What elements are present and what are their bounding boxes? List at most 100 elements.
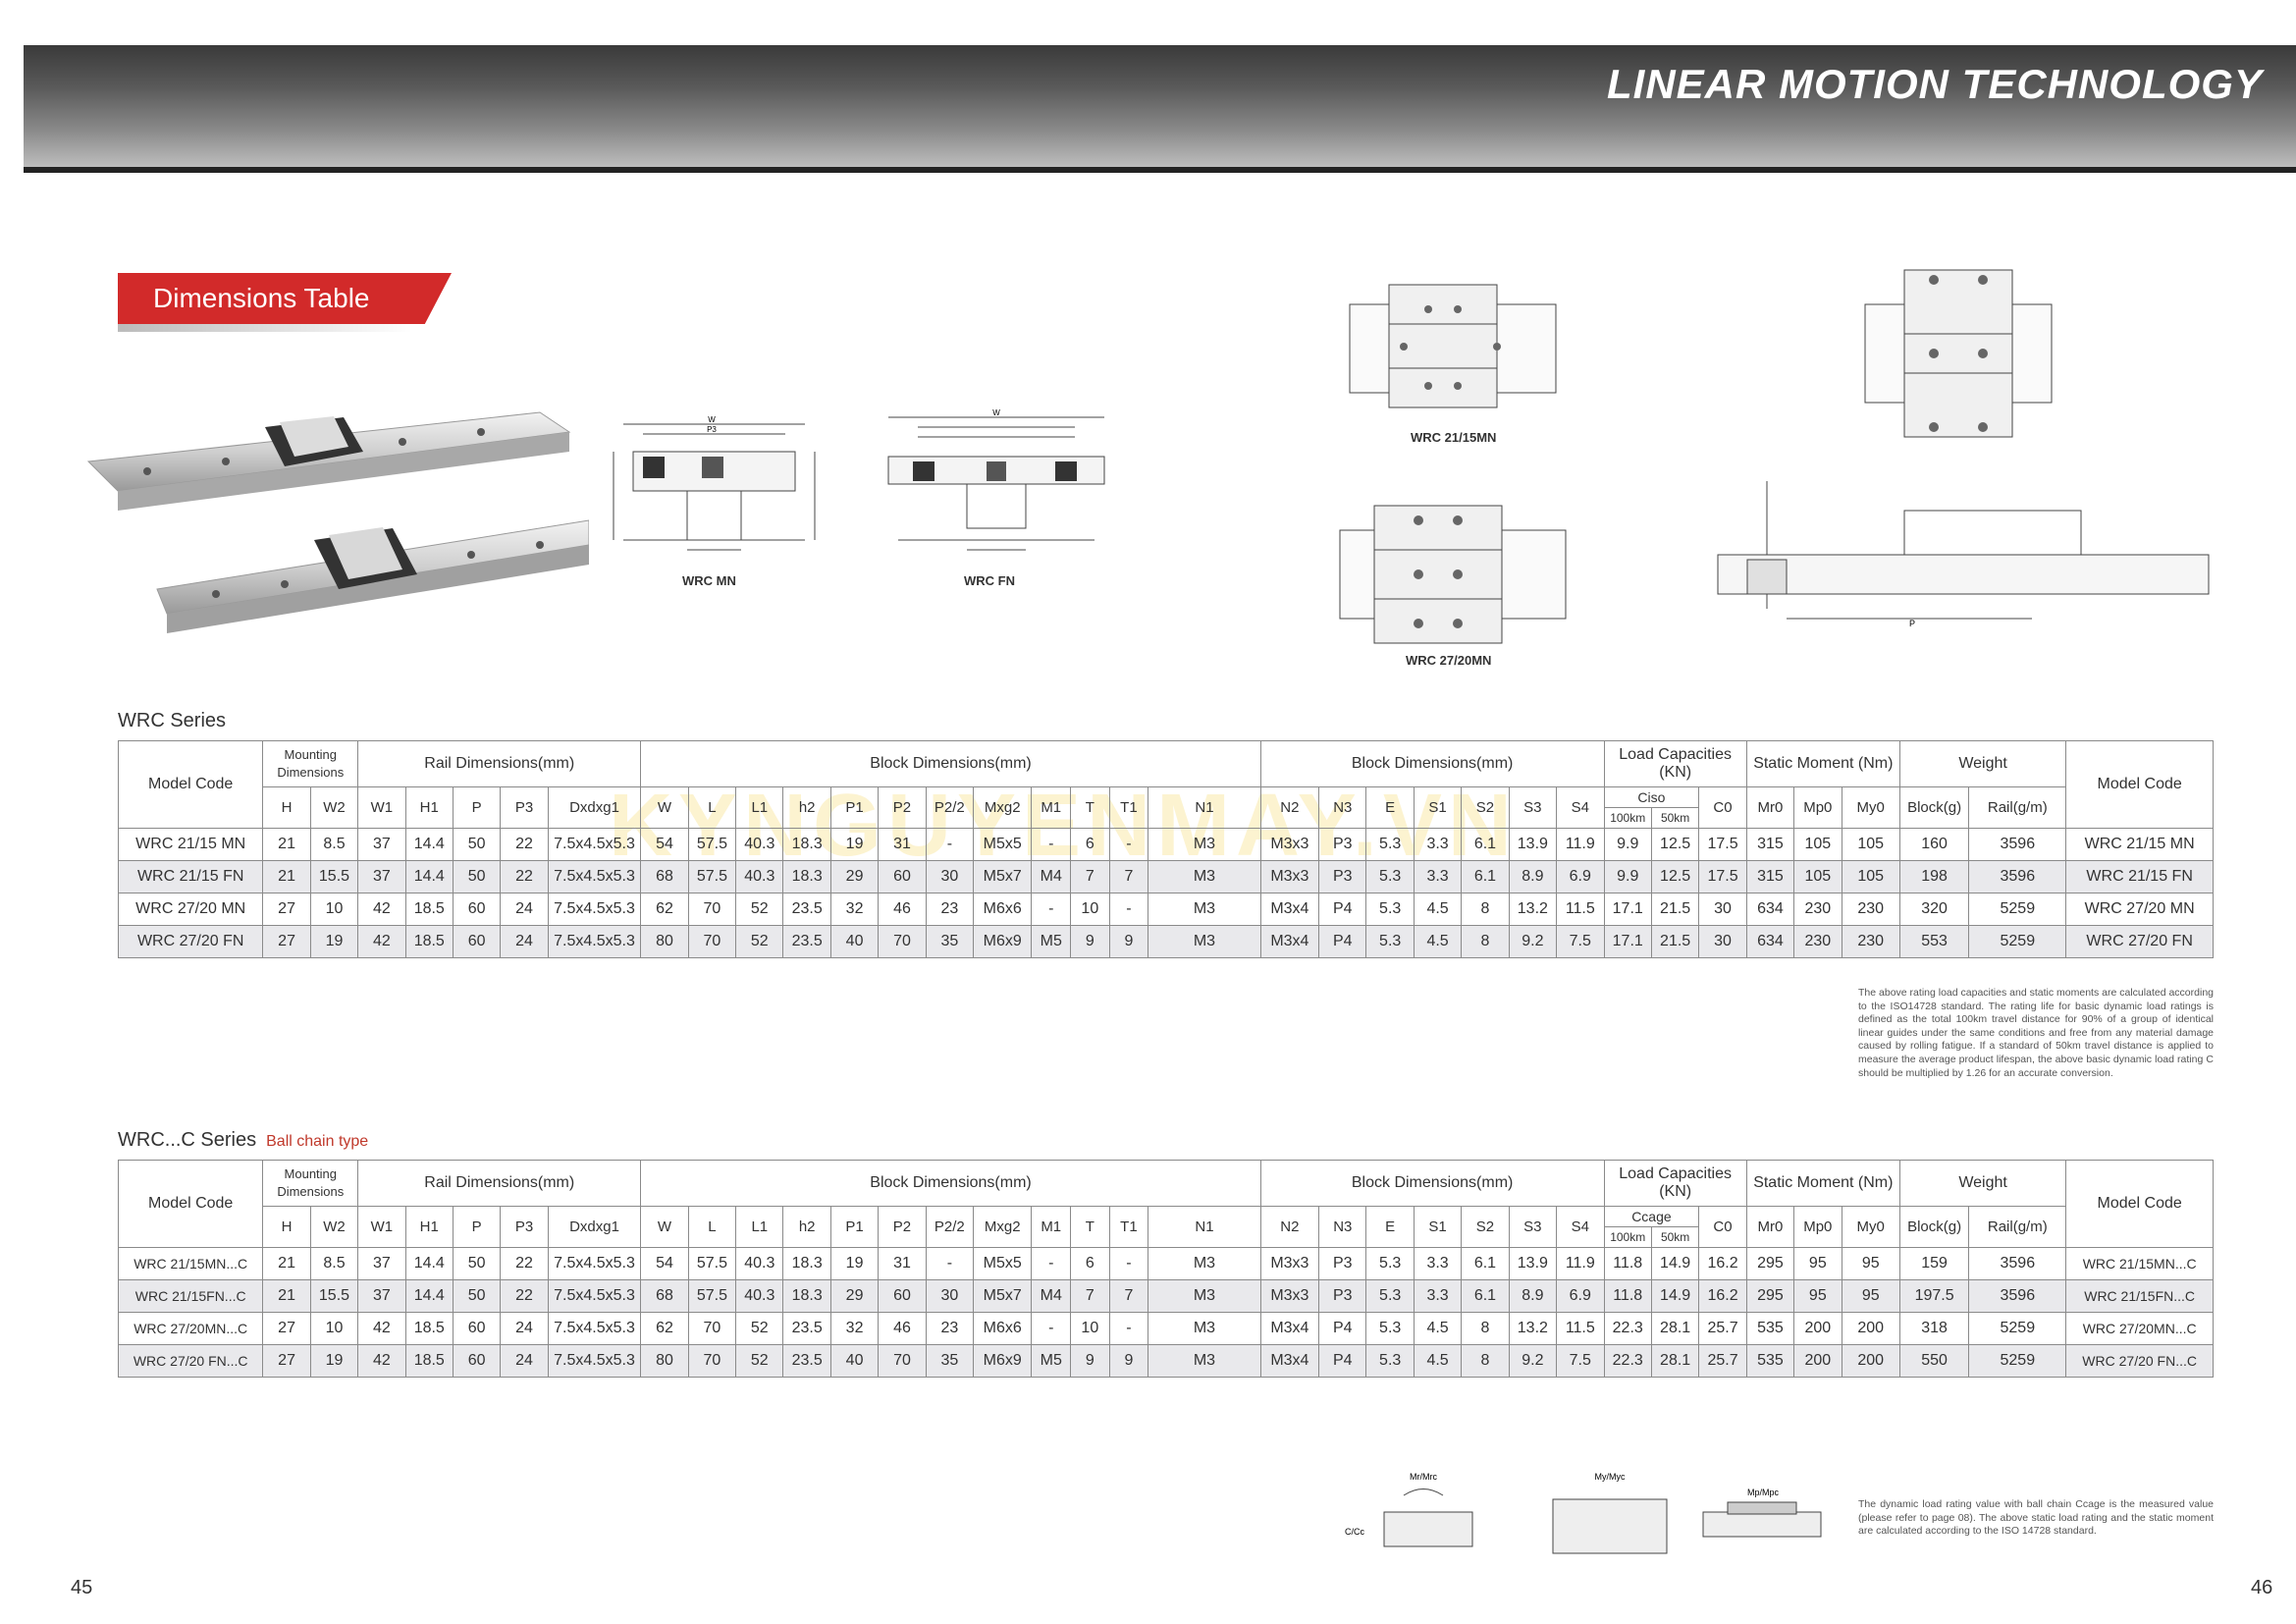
table-cell: 10 [309,1312,359,1345]
table-cell: 535 [1745,1344,1795,1378]
table-cell: 200 [1793,1344,1842,1378]
table-cell: 25.7 [1698,1312,1747,1345]
table-cell: 17.5 [1698,828,1747,861]
table-cell: 7.5x4.5x5.3 [547,828,642,861]
table-cell: 11.5 [1556,1312,1605,1345]
table-cell: 70 [687,1312,737,1345]
table-cell: M4 [1031,860,1072,893]
table-cell: 57.5 [687,860,737,893]
table-cell: 6.9 [1556,1279,1605,1313]
table-cell: 70 [687,1344,737,1378]
table-cell: P3 [1318,1279,1367,1313]
col-header: M1 [1031,1206,1072,1248]
table-cell: 230 [1793,925,1842,958]
table-cell: 52 [735,1344,784,1378]
table-cell: 18.5 [404,1344,454,1378]
table-cell: M3 [1148,925,1261,958]
col-header: T1 [1108,1206,1149,1248]
table-cell: 7.5x4.5x5.3 [547,1279,642,1313]
table-cell: 14.4 [404,860,454,893]
table-cell: 31 [878,828,927,861]
col-model-code: Model Code [117,740,264,829]
svg-text:P3: P3 [707,425,717,434]
col-header: P1 [829,1206,880,1248]
table-cell: 60 [878,860,927,893]
figure-label-wrc-fn: WRC FN [964,573,1015,588]
col-header: Rail(g/m) [1968,786,2067,829]
table-cell: 5.3 [1365,1279,1415,1313]
col-header: W [640,1206,689,1248]
table-cell: 295 [1745,1279,1795,1313]
col-header: N2 [1259,786,1320,829]
table-cell: 200 [1841,1312,1900,1345]
col-header: Mxg2 [973,1206,1033,1248]
table-cell: WRC 21/15 FN [117,860,264,893]
table-cell: 11.8 [1603,1279,1652,1313]
col-header: S3 [1508,786,1558,829]
table-cell: 42 [357,893,406,926]
table-cell: 7.5x4.5x5.3 [547,893,642,926]
table-cell: M3x3 [1259,1279,1320,1313]
table-cell: M6x9 [973,1344,1033,1378]
table-cell: 11.5 [1556,893,1605,926]
table-cell: 30 [925,860,975,893]
table-cell: 7.5x4.5x5.3 [547,925,642,958]
section-tag: Dimensions Table [118,273,452,324]
col-model-code-right: Model Code [2065,740,2214,829]
table-cell: 19 [309,1344,359,1378]
table-cell: 24 [500,1312,549,1345]
col-header: N2 [1259,1206,1320,1248]
col-header: P2/2 [925,1206,975,1248]
table-cell: P4 [1318,925,1367,958]
wrcc-series-subtitle: Ball chain type [266,1133,369,1150]
grp-rail: Rail Dimensions(mm) [357,1160,642,1207]
table-cell: 3596 [1968,860,2067,893]
grp-load: Load Capacities (KN) [1603,1160,1747,1207]
table-cell: 57.5 [687,1247,737,1280]
table-cell: 11.9 [1556,828,1605,861]
table-cell: WRC 27/20 MN [2065,893,2214,926]
table-cell: M6x9 [973,925,1033,958]
grp-block-1: Block Dimensions(mm) [640,1160,1261,1207]
table-cell: P3 [1318,828,1367,861]
grp-mounting: Mounting Dimensions [262,1160,359,1207]
table-cell: 6.1 [1461,828,1510,861]
table-cell: 30 [925,1279,975,1313]
table-cell: 7.5x4.5x5.3 [547,1247,642,1280]
table-cell: 37 [357,828,406,861]
col-header: P [452,1206,502,1248]
table-cell: M4 [1031,1279,1072,1313]
table-cell: 68 [640,1279,689,1313]
table-cell: 28.1 [1650,1344,1700,1378]
table-cell: 60 [452,925,502,958]
table-cell: 17.1 [1603,925,1652,958]
table-cell: 553 [1898,925,1970,958]
col-header: E [1365,786,1415,829]
table-cell: 37 [357,1247,406,1280]
table-cell: 8 [1461,925,1510,958]
table-cell: 37 [357,1279,406,1313]
grp-block-2: Block Dimensions(mm) [1259,740,1605,787]
table-cell: 5259 [1968,893,2067,926]
table-cell: WRC 21/15 MN [117,828,264,861]
table-cell: 18.3 [782,1279,831,1313]
table-cell: 62 [640,893,689,926]
side-section-drawing: P [1717,481,2210,628]
col-header: L1 [735,1206,784,1248]
table-cell: 5259 [1968,1312,2067,1345]
table-cell: 7 [1108,860,1149,893]
table-cell: M3x4 [1259,1344,1320,1378]
table-cell: 50 [452,860,502,893]
table-cell: 14.4 [404,1279,454,1313]
table-cell: 5.3 [1365,860,1415,893]
table-cell: 62 [640,1312,689,1345]
col-header: L [687,1206,737,1248]
table-cell: 32 [829,1312,880,1345]
table-cell: - [925,828,975,861]
table-cell: 4.5 [1413,1344,1463,1378]
col-header: My0 [1841,1206,1900,1248]
table-cell: 19 [829,1247,880,1280]
